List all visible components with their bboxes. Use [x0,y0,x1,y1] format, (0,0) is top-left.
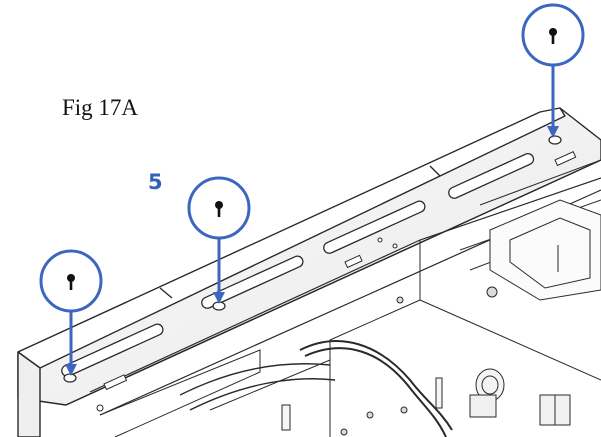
screw-hole-left [63,373,77,383]
callout-left [39,249,103,376]
callout-middle [187,176,251,304]
screw-icon [549,28,557,44]
screw-holes [63,135,562,383]
flange-slots [61,152,535,377]
flange-clips [96,151,577,412]
figure-label: Fig 17A [62,95,139,120]
top-cover-panel [17,107,601,437]
screw-icon [67,274,75,290]
screw-icon [215,201,223,217]
inner-chassis [99,159,601,437]
screw-hole-right [548,135,562,145]
callout-right [521,3,585,138]
step-number: 5 [148,170,163,194]
